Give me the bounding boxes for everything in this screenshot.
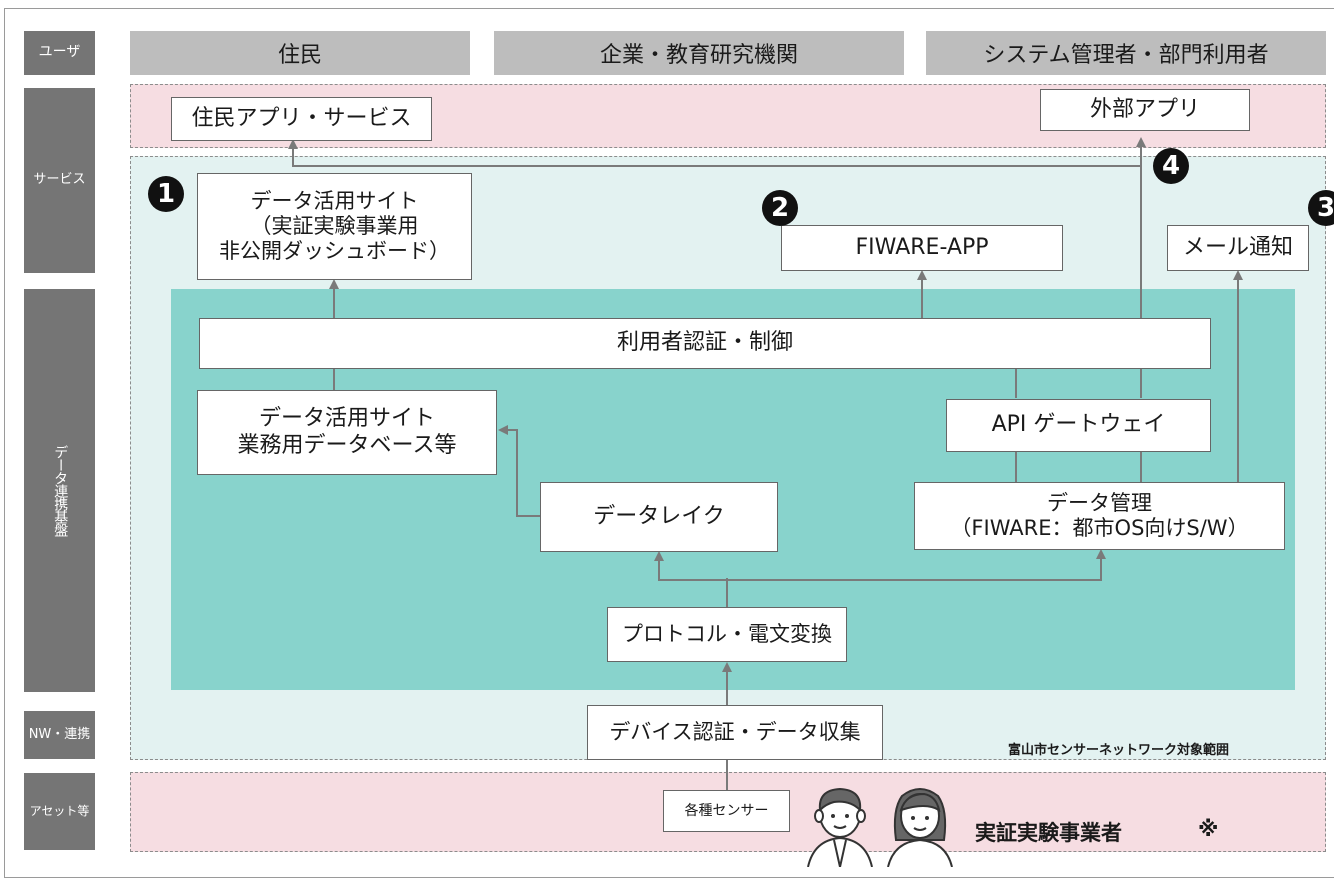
- marker-4: 4: [1153, 148, 1189, 184]
- arrow-to-resident-app: [288, 139, 1141, 167]
- api-gateway-box: API ゲートウェイ: [946, 399, 1211, 452]
- arrow-protocol-to-lake: [654, 551, 727, 581]
- external-app-box: 外部アプリ: [1040, 89, 1250, 131]
- data-mgmt-line1: データ管理: [1047, 490, 1152, 515]
- protocol-box: プロトコル・電文変換: [607, 607, 847, 662]
- operator-note-mark: ※: [1198, 817, 1219, 841]
- resident-app-box: 住民アプリ・サービス: [171, 97, 432, 141]
- fiware-app-box: FIWARE-APP: [781, 225, 1063, 271]
- label-asset: アセット等: [24, 773, 95, 850]
- data-management-box: データ管理 （FIWARE：都市OS向けS/W）: [914, 482, 1285, 550]
- data-site-public-line1: データ活用サイト: [250, 188, 419, 213]
- data-lake-box: データレイク: [540, 482, 778, 552]
- person-female-icon: [887, 788, 953, 867]
- person-male-icon: [807, 787, 873, 867]
- data-site-public-line3: 非公開ダッシュボード）: [219, 239, 450, 264]
- label-user: ユーザ: [24, 31, 95, 75]
- data-mgmt-line2: （FIWARE：都市OS向けS/W）: [950, 516, 1249, 540]
- operator-label: 実証実験事業者: [975, 821, 1122, 845]
- data-site-public-line2: （実証実験事業用: [250, 213, 419, 238]
- scope-note: 富山市センサーネットワーク対象範囲: [1008, 743, 1230, 758]
- mail-notify-box: メール通知: [1167, 225, 1309, 271]
- sensors-box: 各種センサー: [663, 790, 790, 832]
- data-site-biz-box: データ活用サイト 業務用データベース等: [197, 390, 497, 475]
- marker-1: 1: [148, 176, 184, 212]
- marker-3: 3: [1308, 190, 1334, 226]
- marker-2: 2: [762, 190, 798, 226]
- data-site-biz-line2: 業務用データベース等: [237, 432, 457, 458]
- label-service: サービス: [24, 88, 95, 273]
- arrow-protocol-to-mgmt: [727, 549, 1106, 581]
- user-companies: 企業・教育研究機関: [494, 31, 904, 75]
- device-auth-box: デバイス認証・データ収集: [587, 705, 883, 760]
- arrow-lake-to-biz: [498, 425, 540, 517]
- data-site-public-box: データ活用サイト （実証実験事業用 非公開ダッシュボード）: [197, 173, 472, 280]
- data-site-biz-line1: データ活用サイト: [258, 406, 435, 432]
- user-residents: 住民: [130, 31, 470, 75]
- user-admins: システム管理者・部門利用者: [926, 31, 1326, 75]
- auth-box: 利用者認証・制御: [199, 318, 1211, 369]
- label-nw: NW・連携: [24, 711, 95, 759]
- label-platform: データ連携基盤: [24, 289, 95, 692]
